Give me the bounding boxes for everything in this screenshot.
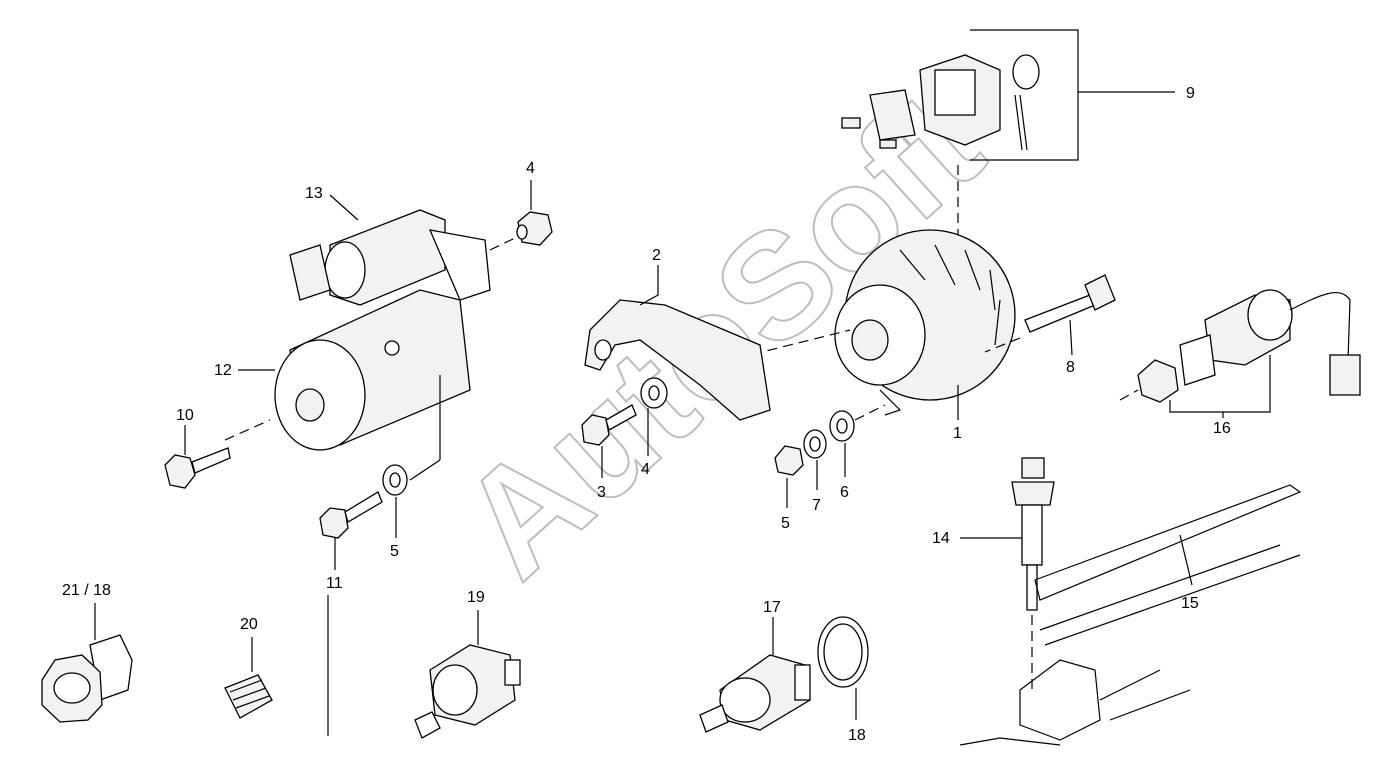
bracket-part — [584, 265, 771, 421]
callout-5-right: 5 — [781, 515, 790, 532]
callout-10: 10 — [176, 407, 194, 424]
callout-1: 1 — [953, 425, 962, 442]
starter-motor-part — [224, 194, 516, 481]
callout-3: 3 — [597, 484, 606, 501]
regulator-assembly-part — [841, 29, 1175, 250]
callout-6: 6 — [840, 484, 849, 501]
callout-16: 16 — [1213, 420, 1231, 437]
callout-19: 19 — [467, 589, 485, 606]
drain-plug-part — [41, 603, 133, 723]
callout-12: 12 — [214, 362, 232, 379]
washer-4-part — [640, 377, 668, 456]
bolt-3-part — [581, 404, 637, 478]
callout-8: 8 — [1066, 359, 1075, 376]
callout-7: 7 — [812, 497, 821, 514]
callout-13: 13 — [305, 185, 323, 202]
bolt-11-part — [319, 491, 383, 736]
callout-11: 11 — [326, 575, 343, 592]
sealing-ring-part — [817, 616, 869, 720]
callout-21-18: 21 / 18 — [62, 582, 111, 599]
temperature-sender-part — [699, 617, 811, 733]
washer-7-part — [803, 429, 827, 490]
callout-4-top: 4 — [526, 160, 535, 177]
callout-18: 18 — [848, 727, 866, 744]
nut-5-right-part — [774, 445, 804, 508]
callout-15: 15 — [1181, 595, 1199, 612]
washer-5-left-part — [382, 464, 408, 538]
callout-14: 14 — [932, 530, 950, 547]
callout-17: 17 — [763, 599, 781, 616]
nut-top-part — [516, 180, 553, 246]
long-bolt-part — [1024, 274, 1116, 356]
callout-4-mid: 4 — [641, 461, 650, 478]
sensor-with-cable-part — [1119, 289, 1361, 418]
thread-insert-part — [224, 637, 273, 719]
callout-2: 2 — [652, 247, 661, 264]
callout-5-left: 5 — [390, 543, 399, 560]
bolt-10-part — [164, 425, 231, 489]
alternator-part — [689, 229, 1021, 420]
cylinder-head-part — [959, 484, 1302, 746]
glow-plug-part — [960, 457, 1055, 690]
washer-6-part — [829, 404, 886, 477]
callout-20: 20 — [240, 616, 258, 633]
pressure-switch-part — [414, 610, 521, 739]
callout-9: 9 — [1186, 85, 1195, 102]
